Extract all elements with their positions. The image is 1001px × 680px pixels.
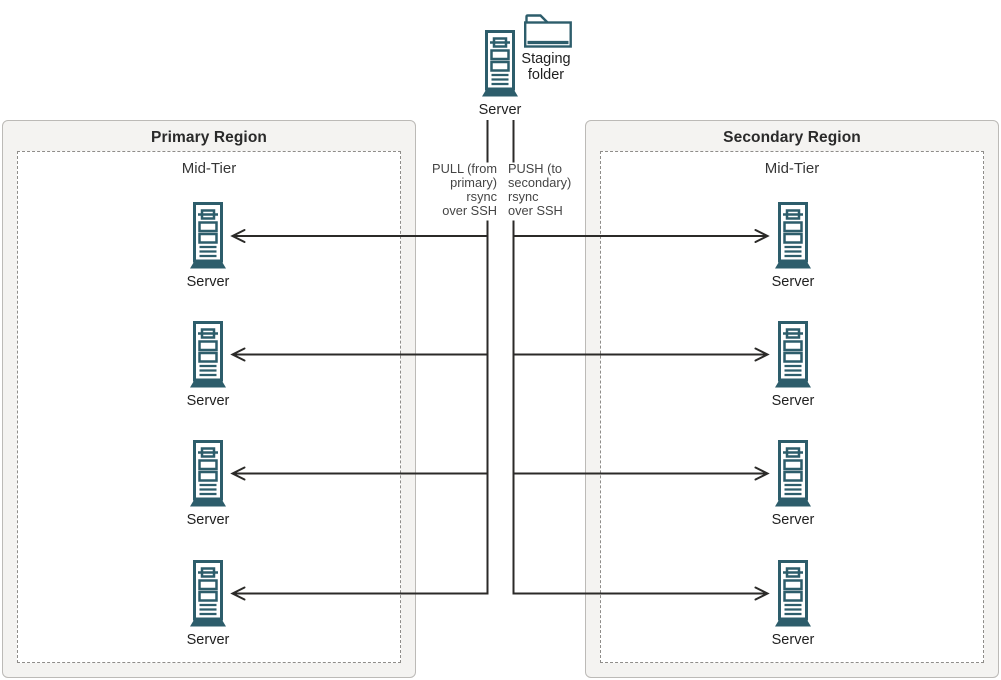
pull-annotation-line1: PULL (from bbox=[432, 161, 497, 176]
server-node: Server bbox=[753, 440, 833, 528]
server-node: Server bbox=[753, 560, 833, 648]
server-tower-icon bbox=[773, 321, 813, 389]
primary-midtier-label: Mid-Tier bbox=[181, 160, 237, 177]
server-node: Server bbox=[753, 202, 833, 290]
staging-folder-label-line1: Staging bbox=[521, 51, 571, 67]
server-node: Server bbox=[168, 560, 248, 648]
server-node: Server bbox=[168, 440, 248, 528]
server-tower-icon bbox=[773, 560, 813, 628]
server-label: Server bbox=[186, 393, 230, 409]
pull-annotation-line2: primary) bbox=[450, 175, 497, 190]
primary-region: Primary Region Mid-Tier bbox=[2, 120, 416, 678]
staging-server-label: Server bbox=[478, 102, 522, 118]
server-node: Server bbox=[168, 321, 248, 409]
server-tower-icon bbox=[188, 321, 228, 389]
server-tower-icon bbox=[188, 560, 228, 628]
primary-region-title: Primary Region bbox=[151, 129, 267, 146]
push-annotation-line3: rsync bbox=[508, 189, 539, 204]
server-label: Server bbox=[771, 632, 815, 648]
server-tower-icon bbox=[773, 202, 813, 270]
server-label: Server bbox=[771, 512, 815, 528]
push-annotation-line1: PUSH (to bbox=[508, 161, 563, 176]
pull-annotation: PULL (from primary) rsync over SSH bbox=[432, 162, 497, 218]
staging-folder-icon bbox=[524, 13, 572, 48]
pull-annotation-line3: rsync bbox=[466, 189, 497, 204]
staging-folder-label: Staging folder bbox=[508, 51, 584, 83]
staging-server-node: Server bbox=[460, 30, 540, 118]
server-tower-icon bbox=[773, 440, 813, 508]
pull-annotation-line4: over SSH bbox=[442, 203, 497, 218]
server-label: Server bbox=[771, 393, 815, 409]
server-node: Server bbox=[168, 202, 248, 290]
staging-folder-label-line2: folder bbox=[527, 66, 565, 83]
push-annotation: PUSH (to secondary) rsync over SSH bbox=[508, 162, 571, 218]
server-label: Server bbox=[771, 274, 815, 290]
server-label: Server bbox=[186, 274, 230, 290]
secondary-midtier-label: Mid-Tier bbox=[764, 160, 820, 177]
server-label: Server bbox=[186, 632, 230, 648]
server-tower-icon bbox=[188, 440, 228, 508]
secondary-region-title: Secondary Region bbox=[723, 129, 861, 146]
server-label: Server bbox=[186, 512, 230, 528]
push-annotation-line2: secondary) bbox=[508, 175, 572, 190]
server-node: Server bbox=[753, 321, 833, 409]
push-annotation-line4: over SSH bbox=[508, 203, 563, 218]
server-tower-icon bbox=[188, 202, 228, 270]
